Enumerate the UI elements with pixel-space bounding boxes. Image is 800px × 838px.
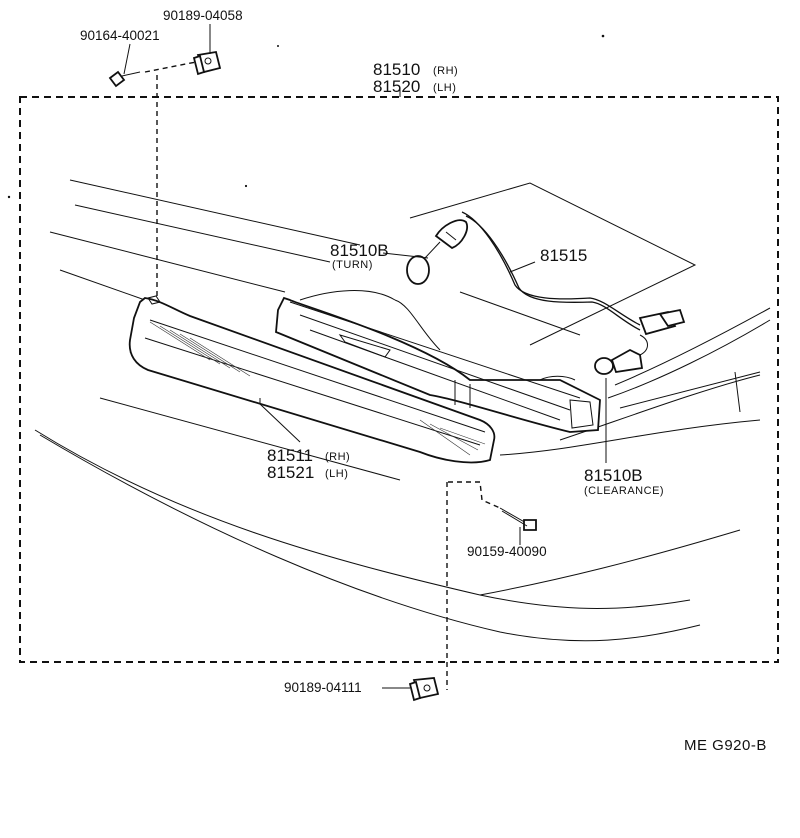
lens-rh-side: (RH)	[325, 451, 350, 463]
lamp-assy-lh-number: 81520	[373, 77, 420, 96]
callout-lens: 81511 (RH) 81521 (LH)	[267, 446, 350, 482]
lamp-housing	[275, 290, 601, 433]
clearance-bulb	[594, 334, 648, 375]
lens-rh-number: 81511	[267, 446, 313, 465]
callout-clearance-bulb: 81510B (CLEARANCE)	[584, 466, 664, 497]
top-bracket	[192, 50, 222, 76]
lens-lh-side: (LH)	[325, 468, 348, 480]
scan-specks	[7, 34, 605, 199]
clip-bottom-number: 90189-04111	[284, 680, 362, 695]
turn-bulb-number: 81510B	[330, 241, 389, 260]
lens-lh-number: 81521	[267, 463, 314, 482]
top-screw-dashed-axis	[144, 61, 197, 73]
lamp-assy-rh-number: 81510	[373, 60, 420, 79]
bottom-screw-dashed-axis	[448, 481, 501, 509]
bottom-clip	[408, 677, 440, 702]
lamp-assy-lh-side: (LH)	[433, 82, 456, 94]
screw-bottom-number: 90159-40090	[467, 544, 547, 559]
wire-harness-number: 81515	[540, 246, 587, 265]
callout-lamp-assy: 81510 (RH) 81520 (LH)	[373, 60, 458, 96]
bracket-top-number: 90189-04058	[163, 8, 243, 23]
bottom-screw	[499, 507, 537, 531]
assembly-boundary	[19, 96, 779, 663]
lamp-assy-rh-side: (RH)	[433, 65, 458, 77]
screw-top-number: 90164-40021	[80, 28, 160, 43]
clearance-bulb-number: 81510B	[584, 466, 643, 485]
turn-bulb-sub: (TURN)	[332, 259, 373, 271]
diagram-reference-code: ME G920-B	[684, 737, 767, 754]
wire-harness	[461, 211, 686, 336]
turn-bulb	[406, 219, 468, 285]
lamp-lens	[128, 295, 496, 464]
leader-lines	[123, 24, 607, 689]
callout-turn-bulb: 81510B (TURN)	[330, 241, 389, 271]
clearance-bulb-sub: (CLEARANCE)	[584, 485, 664, 497]
top-screw	[108, 70, 141, 88]
